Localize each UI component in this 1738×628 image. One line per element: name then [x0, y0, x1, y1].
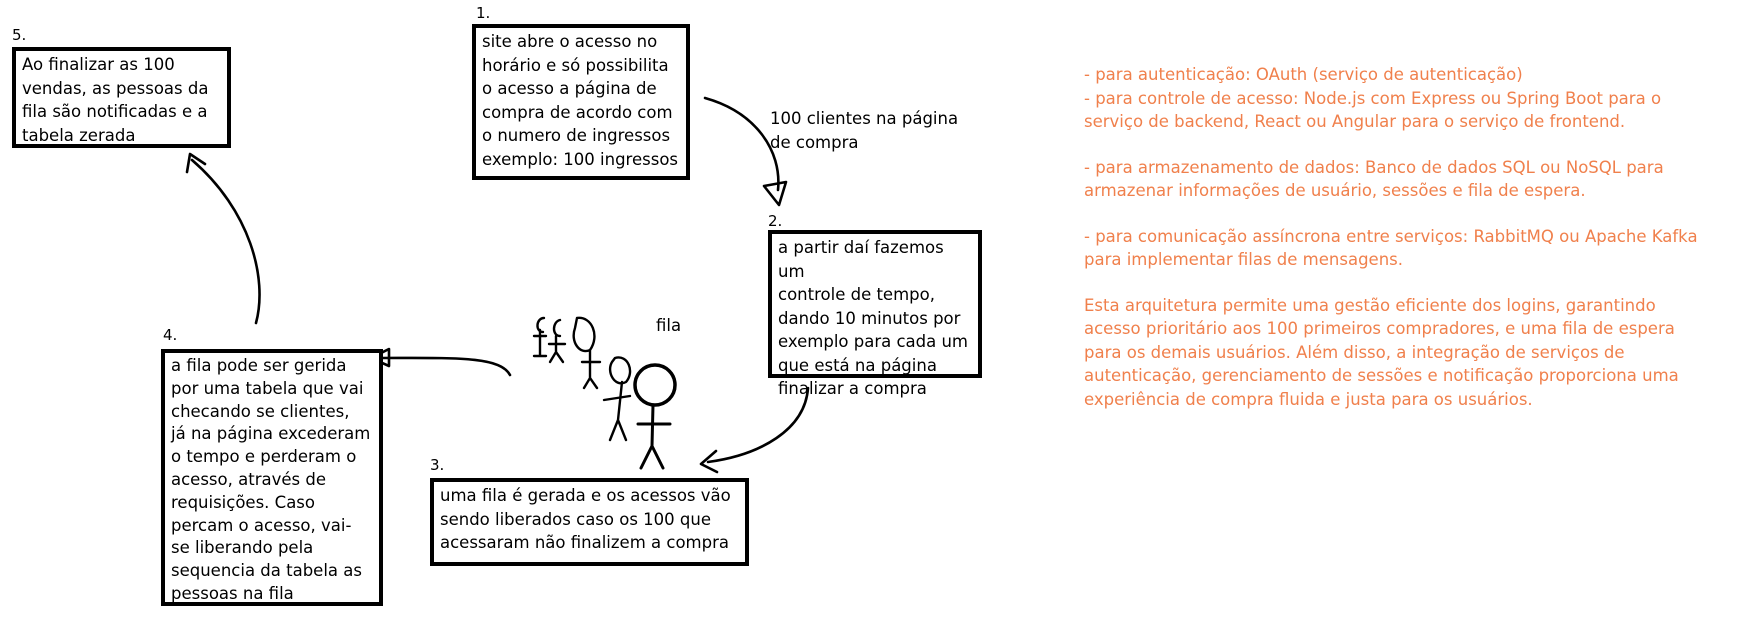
notes-paragraph-auth: - para autenticação: OAuth (serviço de a…	[1084, 63, 1734, 134]
notes-line: para os demais usuários. Além disso, a i…	[1084, 342, 1625, 362]
arrow-queue-to-step4	[376, 356, 512, 377]
notes-paragraph-messaging: - para comunicação assíncrona entre serv…	[1084, 225, 1734, 272]
notes-line: - para autenticação: OAuth (serviço de a…	[1084, 65, 1523, 84]
stick-figure-tiny	[532, 316, 567, 364]
stick-figure-large-body	[636, 403, 672, 470]
notes-line: Esta arquitetura permite uma gestão efic…	[1084, 295, 1656, 315]
notes-line: acesso prioritário aos 100 primeiros com…	[1084, 319, 1675, 338]
notes-paragraph-storage: - para armazenamento de dados: Banco de …	[1084, 156, 1734, 203]
arrow-head-step5	[185, 152, 207, 174]
step-1-number: 1.	[476, 4, 491, 22]
step-4-box: a fila pode ser gerida por uma tabela qu…	[161, 349, 383, 606]
stick-figure-large-head	[633, 363, 677, 407]
stick-figure-small	[572, 316, 602, 390]
arrow-head-step2	[762, 180, 788, 207]
step-5-number: 5.	[12, 26, 27, 44]
notes-line: armazenar informações de usuário, sessõe…	[1084, 181, 1586, 200]
notes-line: para implementar filas de mensagens.	[1084, 250, 1403, 269]
step-4-number: 4.	[163, 326, 178, 344]
step-2-number: 2.	[768, 212, 783, 230]
arrow-step2-to-step3	[706, 386, 810, 464]
step-1-box: site abre o acesso no horário e só possi…	[472, 24, 690, 180]
notes-line: experiência de compra fluida e justa par…	[1084, 389, 1533, 409]
notes-line: - para comunicação assíncrona entre serv…	[1084, 226, 1698, 246]
arrow-step4-to-step5	[190, 158, 261, 325]
step-3-number: 3.	[430, 456, 445, 474]
step-5-box: Ao finalizar as 100 vendas, as pessoas d…	[12, 47, 231, 148]
stick-figure-medium	[602, 356, 632, 442]
step-2-box: a partir daí fazemos um controle de temp…	[768, 230, 982, 398]
clients-on-page-label: 100 clientes na página de compra	[770, 109, 959, 152]
notes-line: autenticação, gerenciamento de sessões e…	[1084, 366, 1679, 385]
architecture-notes: - para autenticação: OAuth (serviço de a…	[1084, 63, 1734, 433]
notes-line: - para armazenamento de dados: Banco de …	[1084, 157, 1664, 177]
step-3-box: uma fila é gerada e os acessos vão sendo…	[430, 478, 749, 566]
notes-line: - para controle de acesso: Node.js com E…	[1084, 88, 1662, 108]
arrow-step1-to-step2	[703, 96, 780, 192]
queue-label: fila	[656, 316, 682, 335]
notes-line: serviço de backend, React ou Angular par…	[1084, 112, 1626, 131]
arrow-head-step3	[699, 449, 719, 474]
notes-paragraph-summary: Esta arquitetura permite uma gestão efic…	[1084, 294, 1734, 412]
